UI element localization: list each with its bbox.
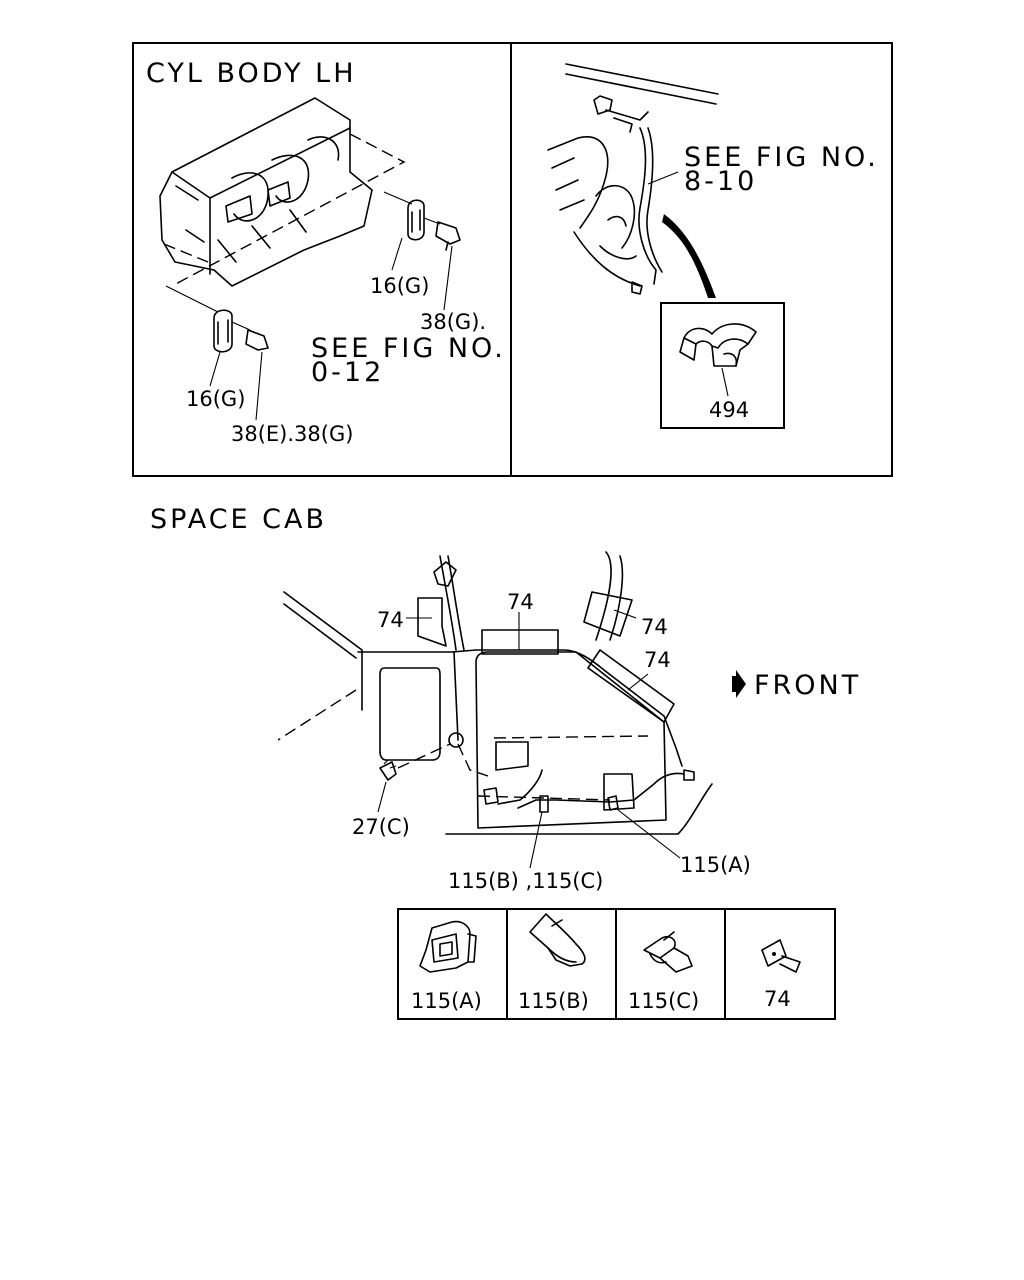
roof-connector [433,561,457,587]
callout-74-top: 74 [507,590,534,614]
leader-38-lower [255,351,263,421]
door-harness-wire [497,769,685,809]
legend-label-115b: 115(B) [518,989,589,1013]
legend-cell-115a: 115(A) [411,920,482,1013]
legend-cell-74: 74 [761,939,801,1011]
leader-115b-115c [529,811,543,869]
door-connector [483,787,499,805]
callout-16g-upper: 16(G) [370,274,429,298]
leader-38g-upper [443,245,453,311]
legend-label-115a: 115(A) [411,989,482,1013]
cyl-body-panel: CYL BODY LH 16(G) [132,42,512,477]
front-arrow-icon [732,670,746,698]
see-fig-8-10-line2: 8-10 [684,166,757,197]
front-label: FRONT [754,670,861,701]
clip-16g-lower [165,285,233,353]
callout-115b-115c: 115(B) ,115(C) [448,869,603,893]
end-connector [683,769,695,781]
legend-label-74: 74 [764,987,791,1011]
callout-74-pillar: 74 [641,615,668,639]
cyl-body-frame [132,42,512,477]
legend-label-115c: 115(C) [628,989,699,1013]
leader-74-pillar [613,609,637,619]
leader-16g-upper [391,237,403,271]
space-cab-section: SPACE CAB [150,504,861,893]
see-fig-0-12-line1: SEE FIG NO. [311,333,506,364]
clip-16g-upper [383,191,425,241]
leader-74-rail [627,673,649,691]
legend-cell-115c: 115(C) [628,931,699,1013]
callout-27c: 27(C) [352,815,410,839]
tape-74-left [417,597,447,647]
harness-detail-frame [510,42,893,477]
clip-115a-icon [419,920,477,973]
leader-494 [721,367,729,397]
inset-494-box: 494 [660,302,785,429]
space-cab-title: SPACE CAB [150,504,327,535]
front-direction-indicator: FRONT [732,670,861,701]
tape-74-top [481,629,559,655]
tape-tab-74-icon [761,939,801,973]
harness-branch-dashed [457,743,489,777]
cab-body-drawing [277,551,713,835]
callout-16g-lower: 16(G) [186,387,245,411]
legend-cell-115b: 115(B) [518,913,589,1013]
clip-27c [379,743,451,781]
leader-16g-lower [209,351,221,387]
harness-drop-wire [453,651,459,741]
band-clip-115c-icon [643,931,693,973]
clip-115a [607,795,619,811]
harness-detail-panel: SEE FIG NO. 8-10 494 [510,42,893,477]
clip-494-icon [679,323,757,367]
clip-115b-115c [539,795,549,813]
callout-38e-38g-lower: 38(E).38(G) [231,422,353,446]
callout-74-left: 74 [377,608,404,632]
leader-27c [377,781,387,813]
cyl-body-title: CYL BODY LH [146,58,357,89]
engine-harness-drawing [547,63,719,298]
grommet [448,732,464,748]
main-harness-wire [357,649,683,767]
tape-74-pillar [583,591,633,637]
detail-arrow [662,214,716,298]
see-fig-0-12-line2: 0-12 [311,357,384,388]
bolt-38-lower [231,321,269,351]
band-clip-115b-icon [529,913,586,967]
callout-115a: 115(A) [680,853,751,877]
callout-74-rail: 74 [644,648,671,672]
tape-74-rail [587,649,675,723]
leader-115a [617,809,681,859]
callout-38g-upper: 38(G). [420,310,486,334]
bolt-38g-upper [423,217,461,251]
see-fig-8-10-line1: SEE FIG NO. [684,142,879,173]
cylinder-block-drawing [159,97,406,287]
callout-494: 494 [709,398,749,422]
parts-legend-table: 115(A) 115(B) 115(C) [397,908,836,1020]
